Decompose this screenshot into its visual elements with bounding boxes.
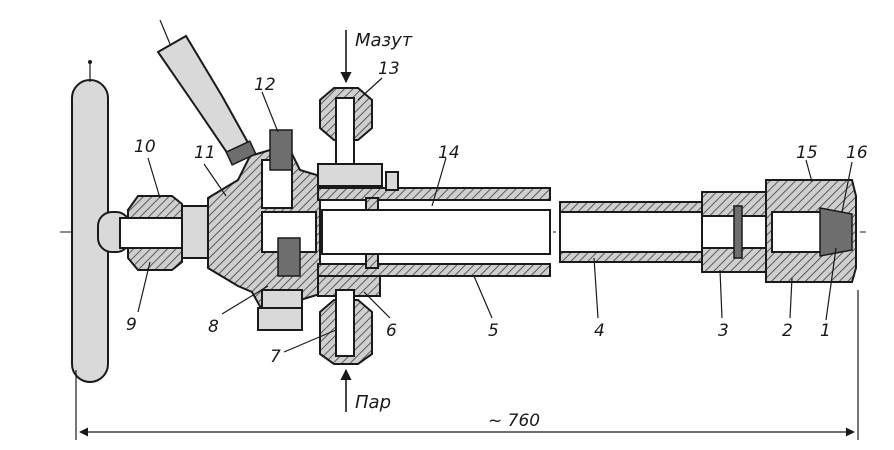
callout-9: 9 — [126, 315, 137, 335]
callout-14: 14 — [438, 143, 460, 163]
spindle-nut — [119, 195, 211, 271]
callout-7: 7 — [270, 347, 281, 367]
coupling — [701, 191, 767, 273]
callout-6: 6 — [386, 321, 397, 341]
callout-1: 1 — [820, 321, 831, 341]
lever-handle — [156, 19, 257, 166]
steam-inlet-fitting — [317, 265, 381, 365]
callout-10: 10 — [134, 137, 156, 157]
callout-3: 3 — [718, 321, 729, 341]
callout-8: 8 — [208, 317, 219, 337]
valve-body — [207, 129, 321, 331]
tube-extension — [559, 201, 703, 263]
callout-5: 5 — [488, 321, 499, 341]
inner-tube — [321, 209, 551, 255]
callout-13: 13 — [378, 59, 400, 79]
nozzle-head — [765, 179, 857, 283]
callout-leaders — [137, 77, 853, 353]
dimension-label: ~ 760 — [488, 411, 540, 431]
steam-label: Пар — [355, 392, 391, 413]
callout-16: 16 — [846, 143, 868, 163]
fuel-label: Мазут — [355, 30, 413, 51]
callout-2: 2 — [782, 321, 793, 341]
overall-dimension — [75, 290, 859, 440]
callout-12: 12 — [254, 75, 276, 95]
callout-labels: 1 2 3 4 5 6 7 8 9 10 11 12 13 14 15 16 — [126, 59, 868, 367]
callout-4: 4 — [594, 321, 605, 341]
callout-15: 15 — [796, 143, 818, 163]
callout-11: 11 — [194, 143, 216, 163]
fuel-inlet-fitting — [317, 87, 383, 187]
